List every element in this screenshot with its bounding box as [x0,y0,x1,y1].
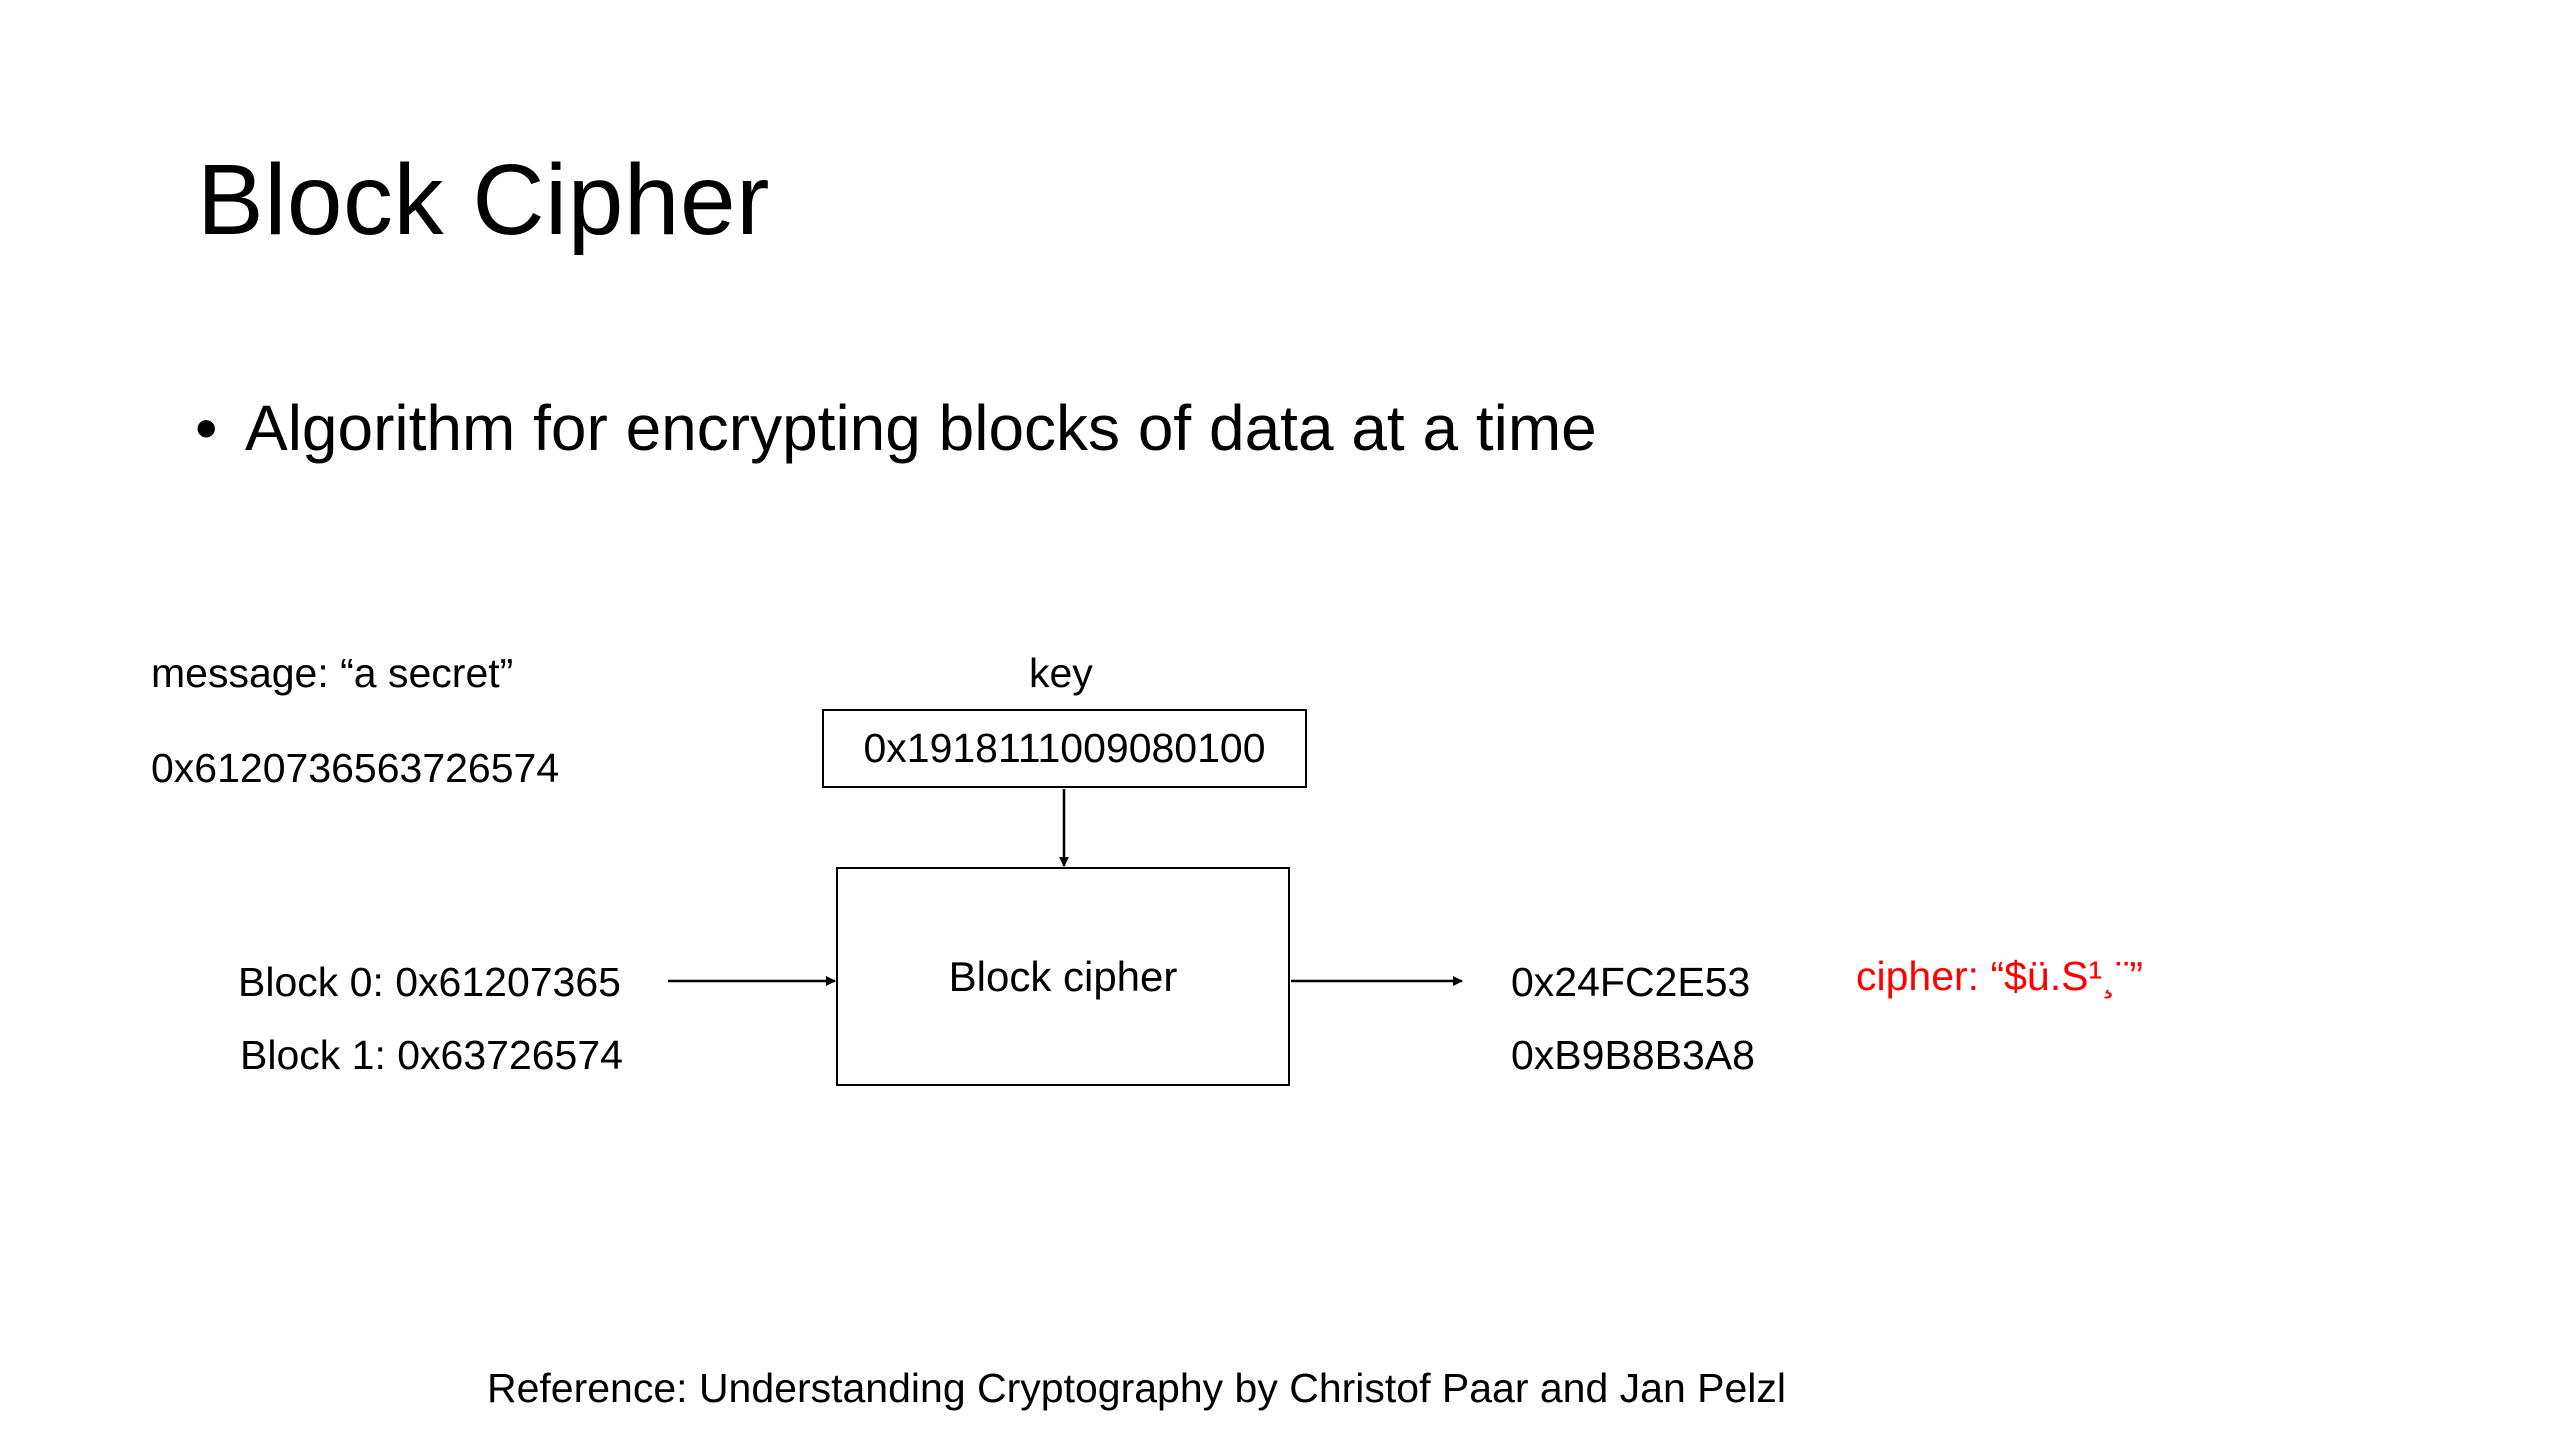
bullet-item: •Algorithm for encrypting blocks of data… [195,396,1597,460]
reference-text: Reference: Understanding Cryptography by… [487,1365,1787,1411]
slide-title: Block Cipher [197,144,770,256]
output-block-1: 0xB9B8B3A8 [1511,1032,1755,1078]
block-cipher-label: Block cipher [948,952,1178,1000]
key-label: key [1029,650,1093,696]
cipher-text: cipher: “$ü.S¹¸¨” [1856,953,2144,999]
output-block-0: 0x24FC2E53 [1511,959,1751,1005]
key-box: 0x1918111009080100 [822,709,1307,788]
block-cipher-box: Block cipher [836,867,1290,1086]
message-hex: 0x6120736563726574 [151,745,560,791]
message-label: message: “a secret” [151,650,514,696]
key-value: 0x1918111009080100 [863,725,1266,771]
block-1-label: Block 1: 0x63726574 [240,1032,623,1078]
bullet-icon: • [195,392,218,464]
block-0-label: Block 0: 0x61207365 [238,959,621,1005]
bullet-text: Algorithm for encrypting blocks of data … [245,392,1597,464]
